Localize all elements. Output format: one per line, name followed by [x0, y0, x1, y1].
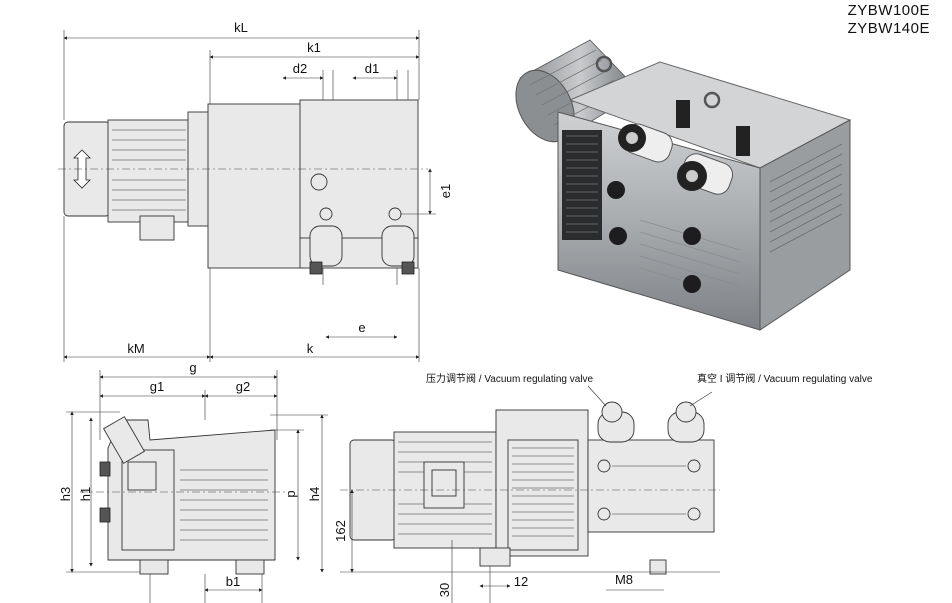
- dim-k: k: [307, 341, 314, 356]
- dim-kM: kM: [127, 341, 144, 356]
- dim-g1: g1: [150, 379, 164, 394]
- dim-12: 12: [514, 574, 528, 589]
- dim-d2: d2: [293, 61, 307, 76]
- dim-h1: h1: [78, 487, 93, 501]
- pressure-valve-label: 压力调节阀 / Vacuum regulating valve: [426, 372, 594, 385]
- dim-p: p: [283, 490, 298, 497]
- dim-h3: h3: [58, 487, 73, 501]
- side-view-drawing: [66, 370, 328, 603]
- top-view-drawing: [58, 30, 436, 362]
- dim-kL: kL: [234, 20, 248, 35]
- model-name-2: ZYBW140E: [847, 20, 930, 37]
- dim-162: 162: [333, 520, 348, 542]
- dim-b1: b1: [226, 574, 240, 589]
- dim-g2: g2: [236, 379, 250, 394]
- dim-e: e: [358, 320, 365, 335]
- dim-k1: k1: [307, 40, 321, 55]
- dim-30: 30: [437, 583, 452, 597]
- front-view-drawing: [340, 385, 720, 603]
- pump-photo: [515, 39, 852, 331]
- dim-d1: d1: [365, 61, 379, 76]
- dim-e1: e1: [438, 184, 453, 198]
- dim-g: g: [189, 360, 196, 375]
- dim-m8: M8: [615, 572, 633, 587]
- vacuum-valve-label: 真空 I 调节阀 / Vacuum regulating valve: [697, 372, 873, 385]
- dim-h4: h4: [307, 487, 322, 501]
- model-name-1: ZYBW100E: [847, 2, 930, 19]
